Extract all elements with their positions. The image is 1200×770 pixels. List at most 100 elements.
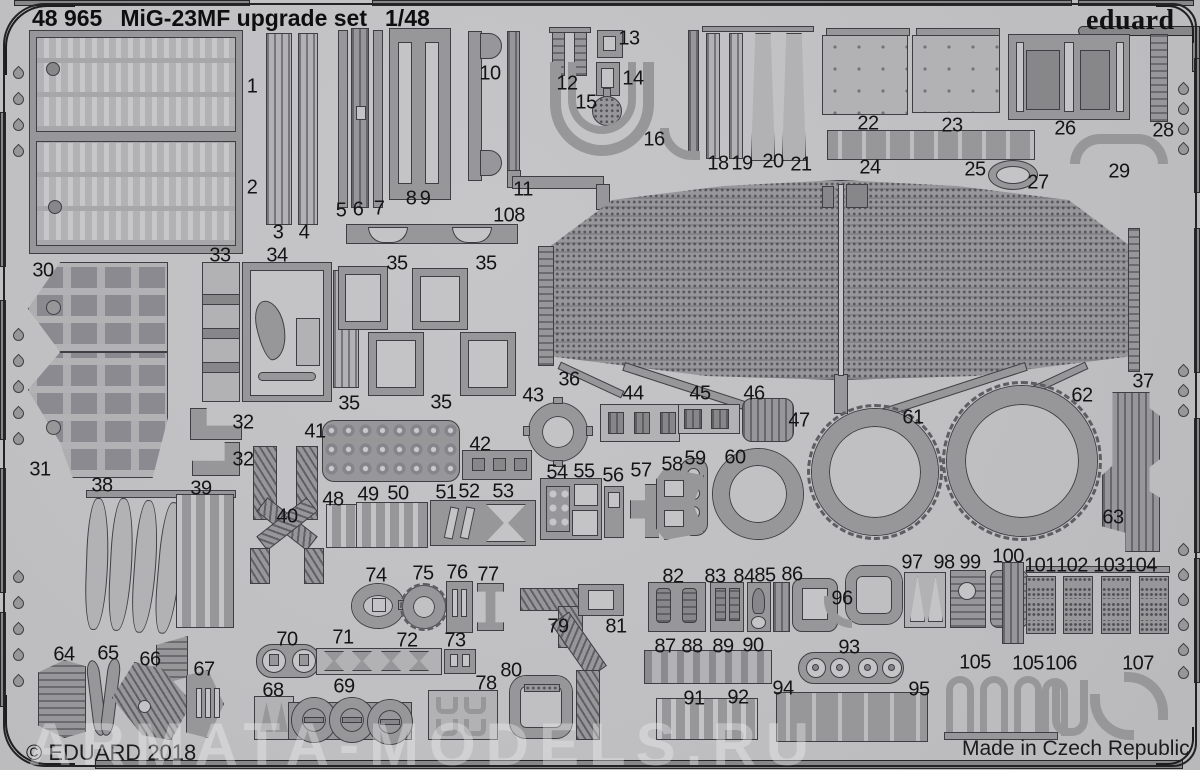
part-number-label-43: 43 [522,384,544,407]
part-number-label-55: 55 [573,460,595,483]
part-number-label-108: 108 [493,204,525,227]
pe-part-shape [436,697,458,714]
pe-part-shape [338,30,348,208]
pe-part-shape [400,583,448,631]
part-number-label-75: 75 [412,562,434,585]
pe-part-shape [202,362,240,373]
part-number-label-67: 67 [193,658,215,681]
solder-droplet [10,621,27,638]
part-number-label-69: 69 [333,675,355,698]
part-number-label-3: 3 [272,221,284,244]
part-number-label-27: 27 [1027,171,1049,194]
pe-part-shape [480,150,502,176]
pe-part-shape [546,486,570,532]
part-number-label-34: 34 [266,244,288,267]
pe-part-shape [864,664,871,671]
part-number-label-65: 65 [97,642,119,665]
solder-droplet [10,431,27,448]
pe-part-shape [356,106,366,120]
pe-part-shape [48,200,62,214]
pe-part-shape [0,300,6,440]
frame-80 [510,676,572,738]
pe-part-shape [660,412,676,434]
part-number-label-42: 42 [469,433,491,456]
pe-part-shape [512,176,604,189]
part-number-label-53: 53 [492,480,514,503]
pe-part-shape [1116,42,1124,112]
pe-part-shape [1026,50,1060,110]
pe-part-shape [944,732,1058,740]
part-number-label-57: 57 [630,459,652,482]
part-number-label-35: 35 [386,252,408,275]
part-number-label-49: 49 [357,483,379,506]
part-number-label-59: 59 [684,447,706,470]
solder-droplet [10,143,27,160]
part-number-label-88: 88 [681,635,703,658]
part-number-label-94: 94 [772,677,794,700]
solder-droplet [10,91,27,108]
set-scale: 1/48 [385,5,430,31]
pe-part-shape [822,186,834,208]
part-number-label-51: 51 [435,481,457,504]
part-number-label-61: 61 [902,406,924,429]
solder-droplet [1175,101,1192,118]
part-number-label-84: 84 [733,565,755,588]
part-number-label-32: 32 [232,448,254,471]
pe-part-shape [299,654,309,666]
part-number-label-87: 87 [654,635,676,658]
part-number-label-96: 96 [831,587,853,610]
eduard-logo: eduard [1086,5,1175,36]
ring-43 [529,403,587,461]
part-number-label-90: 90 [742,634,764,657]
part-number-label-33: 33 [209,244,231,267]
part-number-label-32: 32 [232,411,254,434]
part-number-label-95: 95 [908,678,930,701]
solder-droplet [1175,383,1192,400]
pe-part-shape [812,664,819,671]
solder-droplet [10,327,27,344]
pe-part-shape [574,484,598,506]
pe-part-shape [824,596,852,628]
links-73 [444,649,476,674]
pe-part-shape [846,184,868,208]
pe-part-shape [1064,42,1074,112]
pe-part-shape [250,548,270,584]
part-number-label-63: 63 [1102,506,1124,529]
solder-droplet [10,673,27,690]
pe-part-shape [1194,558,1200,683]
sheet-corner [1156,727,1194,765]
pe-part-shape [376,340,416,388]
chain-strip-28 [1150,34,1168,122]
pe-part-shape [202,328,240,339]
part-number-label-73: 73 [444,629,466,652]
part-number-label-89: 89 [712,635,734,658]
pe-part-shape [464,697,486,714]
part-number-label-38: 38 [91,474,113,497]
part-number-label-29: 29 [1108,160,1130,183]
pe-part-shape [553,460,563,467]
made-in-text: Made in Czech Republic [962,737,1190,760]
pe-part-shape [538,246,554,366]
solder-droplet [10,647,27,664]
part-number-label-26: 26 [1054,117,1076,140]
solder-droplet [1175,665,1192,682]
part-number-label-7: 7 [373,197,385,220]
pe-part-shape [1194,58,1200,193]
pe-part-shape [586,426,593,436]
part-number-label-48: 48 [322,488,344,511]
strip-4 [298,33,318,225]
pe-part-shape [380,719,400,725]
pe-part-shape [205,688,211,718]
pe-part-shape [836,664,843,671]
solder-droplet [10,117,27,134]
pe-part-shape [751,616,766,629]
part-number-label-1: 1 [246,75,258,98]
solder-droplet [10,595,27,612]
part-number-label-64: 64 [53,643,75,666]
part-number-label-39: 39 [190,477,212,500]
part-number-label-9: 9 [419,187,431,210]
catalog-number: 48 965 [32,5,103,31]
part-number-label-85: 85 [754,564,776,587]
part-number-label-50: 50 [387,482,409,505]
